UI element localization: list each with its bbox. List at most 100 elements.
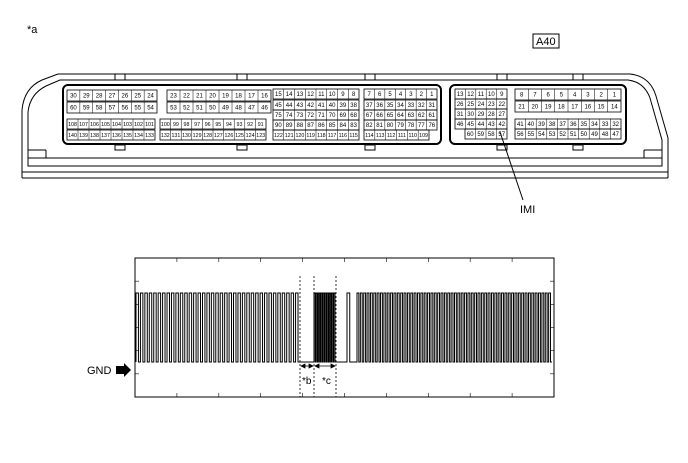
- pin-number: 10: [329, 92, 336, 98]
- pin-number: 116: [339, 133, 347, 139]
- pin-number: 18: [235, 94, 242, 100]
- timing-markers: [299, 276, 337, 397]
- pin-number: 34: [591, 122, 598, 128]
- pin-number: 125: [235, 133, 244, 139]
- pin-number: 12: [307, 92, 314, 98]
- pin-number: 119: [306, 133, 314, 139]
- pin-number: 113: [376, 133, 384, 139]
- pin-number: 52: [559, 132, 566, 138]
- pin-number: 41: [318, 103, 325, 109]
- pin-number: 51: [570, 132, 577, 138]
- pin-number: 22: [183, 94, 190, 100]
- pin-number: 82: [366, 123, 373, 129]
- scope-grid: [135, 258, 554, 397]
- pin-number: 23: [170, 94, 177, 100]
- pin-number: 87: [307, 123, 314, 129]
- pin-number: 78: [408, 123, 415, 129]
- pin-number: 88: [297, 123, 304, 129]
- a-row-0: [66, 89, 158, 102]
- pin-number: 94: [226, 122, 232, 128]
- label-star-c: *c: [322, 376, 331, 387]
- pin-number: 69: [340, 113, 347, 119]
- pin-number: 59: [83, 106, 90, 112]
- timing-arrows: [300, 363, 336, 369]
- pin-number: 84: [340, 123, 347, 129]
- pin-number: 57: [498, 132, 505, 138]
- pin-number: 100: [161, 122, 170, 128]
- pin-number: 43: [297, 103, 304, 109]
- pin-number: 60: [467, 132, 474, 138]
- pin-number: 41: [517, 122, 524, 128]
- pin-number: 33: [602, 122, 609, 128]
- pin-number: 127: [214, 133, 223, 139]
- pin-number: 117: [328, 133, 336, 139]
- pin-number: 17: [248, 94, 255, 100]
- pin-number: 34: [397, 103, 404, 109]
- pin-number: 138: [90, 133, 99, 139]
- pin-number: 37: [366, 103, 373, 109]
- pin-number: 90: [275, 123, 282, 129]
- label-star-b: *b: [302, 376, 312, 387]
- pin-number: 123: [256, 133, 265, 139]
- pin-number: 50: [581, 132, 588, 138]
- pin-number: 70: [329, 113, 336, 119]
- pin-number: 15: [598, 105, 605, 111]
- pin-number: 50: [209, 106, 216, 112]
- pin-number: 83: [350, 123, 357, 129]
- pin-number: 14: [286, 92, 293, 98]
- pin-number: 53: [170, 106, 177, 112]
- pin-number: 25: [134, 94, 141, 100]
- pin-number: 132: [161, 133, 170, 139]
- pin-number: 30: [70, 94, 77, 100]
- pin-number: 47: [248, 106, 255, 112]
- pin-number: 74: [286, 113, 293, 119]
- pin-number: 81: [376, 123, 383, 129]
- pin-number: 39: [538, 122, 545, 128]
- pin-number: 42: [498, 122, 505, 128]
- pin-number: 19: [222, 94, 229, 100]
- pin-number: 108: [68, 122, 77, 128]
- pin-number: 128: [203, 133, 212, 139]
- pin-number: 3: [586, 93, 590, 99]
- pin-number: 26: [122, 94, 129, 100]
- pin-number: 130: [182, 133, 191, 139]
- pin-number: 93: [237, 122, 243, 128]
- pin-number: 13: [297, 92, 304, 98]
- pin-number: 49: [591, 132, 598, 138]
- pin-number: 136: [112, 133, 121, 139]
- gnd-label: GND: [87, 365, 112, 377]
- pin-number: 21: [518, 105, 525, 111]
- pin-number: 46: [457, 122, 464, 128]
- pin-number: 13: [457, 92, 464, 98]
- pin-number: 139: [79, 133, 88, 139]
- pin-number: 28: [96, 94, 103, 100]
- pin-number: 20: [532, 105, 539, 111]
- pin-number: 76: [428, 123, 435, 129]
- pin-number: 96: [205, 122, 211, 128]
- pin-number: 55: [134, 106, 141, 112]
- pin-number: 31: [457, 112, 464, 118]
- pin-number: 29: [478, 112, 485, 118]
- pin-number: 95: [215, 122, 221, 128]
- pin-number: 120: [295, 133, 304, 139]
- pin-number: 38: [549, 122, 556, 128]
- pin-number: 137: [101, 133, 110, 139]
- pin-number: 48: [235, 106, 242, 112]
- pin-number: 121: [285, 133, 294, 139]
- pin-number: 80: [387, 123, 394, 129]
- pin-number: 61: [428, 113, 435, 119]
- pin-number: 33: [408, 103, 415, 109]
- pin-number: 55: [528, 132, 535, 138]
- pin-number: 44: [478, 122, 485, 128]
- pin-number: 56: [517, 132, 524, 138]
- connector-code-box: [532, 33, 560, 49]
- pin-number: 2: [599, 93, 603, 99]
- pin-number: 112: [387, 133, 395, 139]
- pin-number: 7: [368, 92, 372, 98]
- connector-code: A40: [536, 36, 556, 48]
- pin-number: 5: [388, 92, 392, 98]
- pin-number: 21: [196, 94, 203, 100]
